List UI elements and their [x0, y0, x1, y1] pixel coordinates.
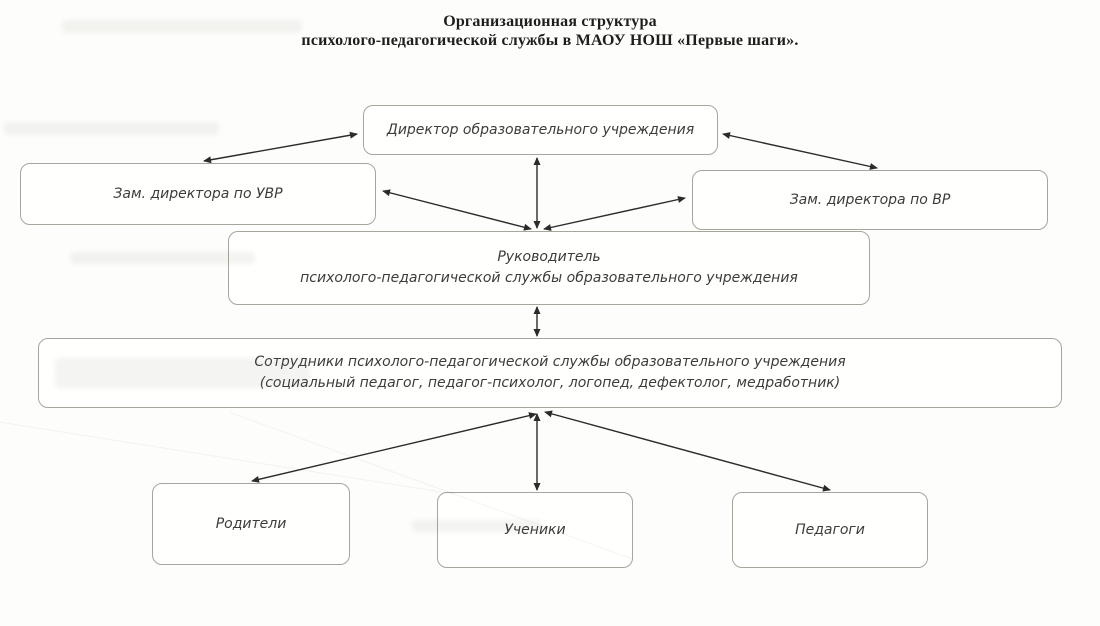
diagram-title-line1: Организационная структура	[443, 13, 657, 30]
node-students-label: Ученики	[504, 521, 566, 538]
node-deputy-vr: Зам. директора по ВР	[692, 170, 1048, 230]
node-parents-label: Родители	[215, 515, 287, 532]
scan-artifact	[4, 122, 219, 135]
node-head-label-line2: психолого-педагогической службы образова…	[300, 270, 798, 286]
node-teachers-label: Педагоги	[795, 521, 865, 538]
node-deputy-uvr: Зам. директора по УВР	[20, 163, 376, 225]
node-staff: Сотрудники психолого-педагогической служ…	[38, 338, 1062, 408]
node-staff-label-line1: Сотрудники психолого-педагогической служ…	[254, 354, 846, 370]
edge-director-deputy-uvr	[203, 131, 358, 164]
node-director-label: Директор образовательного учреждения	[386, 121, 695, 138]
edge-deputy-vr-head	[543, 196, 686, 231]
node-students: Ученики	[437, 492, 633, 568]
node-head-label-line1: Руководитель	[497, 249, 601, 265]
node-teachers: Педагоги	[732, 492, 928, 568]
node-director: Директор образовательного учреждения	[363, 105, 718, 155]
node-staff-label-line2: (социальный педагог, педагог-психолог, л…	[259, 375, 841, 391]
node-parents: Родители	[152, 483, 350, 565]
node-deputy-vr-label: Зам. директора по ВР	[789, 191, 951, 208]
node-head-of-service: Руководитель психолого-педагогической сл…	[228, 231, 870, 305]
edge-staff-teachers	[544, 410, 831, 492]
diagram-title-line2: психолого-педагогической службы в МАОУ Н…	[301, 32, 799, 49]
edge-staff-parents	[251, 412, 537, 483]
node-deputy-uvr-label: Зам. директора по УВР	[113, 185, 283, 202]
edge-deputy-uvr-head	[382, 189, 532, 231]
edge-director-deputy-vr	[722, 132, 878, 170]
diagram-title: Организационная структура психолого-педа…	[0, 12, 1100, 50]
